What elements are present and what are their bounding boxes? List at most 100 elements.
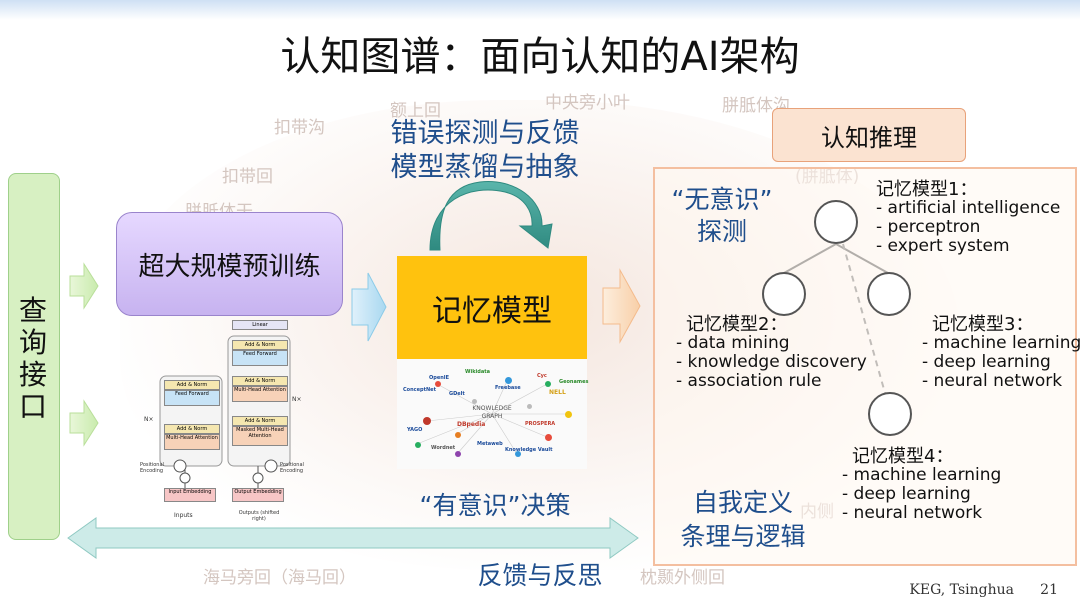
bg-label: 扣带沟: [274, 118, 325, 138]
kg-label: Wordnet: [431, 445, 456, 451]
kg-node: [545, 434, 552, 441]
kg-center-line: GRAPH: [481, 413, 503, 420]
pretrain-box: 超大规模预训练: [116, 212, 343, 316]
bg-label: 枕颞外侧回: [640, 568, 725, 588]
query-interface-box: [8, 173, 60, 540]
kg-node: [423, 417, 431, 425]
kg-label: Cyc: [537, 373, 547, 379]
inputs-label: Inputs: [174, 512, 193, 519]
feedback-double-arrow: [67, 517, 639, 559]
memory-tree-node-1: [814, 200, 858, 244]
memory-model-title: 记忆模型1：: [876, 179, 978, 200]
memory-item: - deep learning: [842, 484, 971, 504]
kg-label: Knowledge Vault: [505, 447, 553, 453]
arrow-pretrain-to-memory: [351, 272, 387, 342]
kg-edges: [416, 380, 567, 455]
kg-label: NELL: [549, 389, 566, 396]
unconscious-line: “无意识”: [671, 185, 773, 214]
bg-label: 扣带回: [222, 167, 273, 187]
query-char: 口: [18, 390, 47, 423]
outputs-label: Outputs (shifted right): [238, 510, 280, 522]
feedback-reflection-text: 反馈与反思: [477, 561, 603, 590]
kg-label: GDelt: [449, 391, 465, 397]
kg-label: Metaweb: [477, 441, 503, 447]
nx-label: N×: [292, 396, 302, 403]
self-definition-text: 自我定义 条理与逻辑: [663, 486, 823, 554]
memory-item: - expert system: [876, 236, 1010, 256]
kg-label: DBpedia: [457, 421, 486, 428]
memory-item: - machine learning: [842, 465, 1002, 485]
kg-label: Wikidata: [465, 369, 490, 375]
query-char: 查: [18, 294, 47, 327]
kg-label: YAGO: [407, 427, 423, 433]
top-gradient-band: [0, 0, 1080, 20]
memory-model-title: 记忆模型2：: [686, 314, 788, 335]
memory-tree-node-2: [762, 272, 806, 316]
kg-node: [545, 381, 551, 387]
page-number: 21: [1040, 582, 1058, 598]
memory-item: - data mining: [676, 333, 790, 353]
query-char: 接: [18, 358, 47, 391]
encoder-block: Add & Norm: [164, 380, 220, 390]
query-char: 询: [18, 326, 47, 359]
input-embedding: Input Embedding: [164, 488, 216, 502]
encoder-block: Multi-Head Attention: [164, 434, 220, 450]
unconscious-detection-text: “无意识” 探测: [662, 184, 782, 248]
bg-label: 海马旁回（海马回）: [203, 568, 356, 588]
slide-title: 认知图谱：面向认知的AI架构: [280, 34, 800, 80]
kg-label: Freebase: [495, 385, 521, 391]
memory-item: - artificial intelligence: [876, 198, 1061, 218]
decoder-block: Linear: [232, 320, 288, 330]
kg-node: [527, 404, 532, 409]
output-embedding: Output Embedding: [232, 488, 284, 502]
memory-item: - neural network: [842, 503, 983, 523]
kg-center-label: KNOWLEDGE GRAPH: [467, 405, 517, 421]
cognitive-reasoning-panel: [653, 167, 1077, 566]
detection-line: 探测: [696, 217, 747, 246]
query-interface-label: 查 询 接 口: [8, 295, 58, 423]
memory-model-1-label: 记忆模型1： - artificial intelligence - perce…: [876, 180, 1060, 256]
memory-model-title: 记忆模型4：: [852, 446, 954, 467]
conscious-decision-text: “有意识”决策: [419, 491, 571, 520]
distillation-line: 模型蒸馏与抽象: [390, 152, 580, 183]
memory-item: - neural network: [922, 371, 1063, 391]
kg-node: [565, 411, 572, 418]
encoder-block: Add & Norm: [164, 424, 220, 434]
decoder-block: Add & Norm: [232, 340, 288, 350]
transformer-diagram: Add & Norm Feed Forward Add & Norm Multi…: [140, 316, 340, 526]
arrow-query-to-transformer: [69, 399, 99, 447]
kg-node: [515, 451, 521, 457]
cognitive-reasoning-title: 认知推理: [772, 108, 966, 162]
memory-item: - machine learning: [922, 333, 1080, 353]
memory-model-4-label: 记忆模型4： - machine learning - deep learnin…: [842, 447, 1001, 523]
kg-node: [455, 432, 461, 438]
bg-label: 中央旁小叶: [545, 93, 630, 113]
kg-node: [415, 442, 421, 448]
decoder-block: Add & Norm: [232, 376, 288, 386]
knowledge-graph-image: OpenIE Wikidata ConceptNet GDelt Freebas…: [397, 359, 589, 469]
decoder-block: Feed Forward: [232, 350, 288, 366]
encoder-block: Feed Forward: [164, 390, 220, 406]
decoder-block: Multi-Head Attention: [232, 386, 288, 402]
kg-center-line: KNOWLEDGE: [472, 405, 512, 412]
memory-item: - perceptron: [876, 217, 981, 237]
logic-line: 条理与逻辑: [680, 522, 806, 551]
bg-label: 额上回: [390, 101, 441, 121]
error-detection-line: 错误探测与反馈: [390, 118, 580, 149]
memory-model-3-label: 记忆模型3： - machine learning - deep learnin…: [922, 315, 1080, 391]
kg-node: [435, 381, 441, 387]
kg-node: [505, 377, 512, 384]
nx-label: N×: [144, 416, 154, 423]
memory-model-2-label: 记忆模型2： - data mining - knowledge discove…: [676, 315, 867, 391]
positional-encoding-label: Positional Encoding: [280, 462, 304, 474]
footer-org: KEG, Tsinghua: [909, 582, 1014, 598]
memory-model-box: 记忆模型: [397, 256, 587, 359]
kg-node: [472, 399, 477, 404]
self-definition-line: 自我定义: [692, 488, 793, 517]
curved-feedback-arrow: [429, 181, 553, 251]
memory-tree-node-4: [868, 392, 912, 436]
decoder-block: Add & Norm: [232, 416, 288, 426]
kg-label: Geonames: [559, 379, 589, 385]
decoder-block: Masked Multi-Head Attention: [232, 426, 288, 446]
